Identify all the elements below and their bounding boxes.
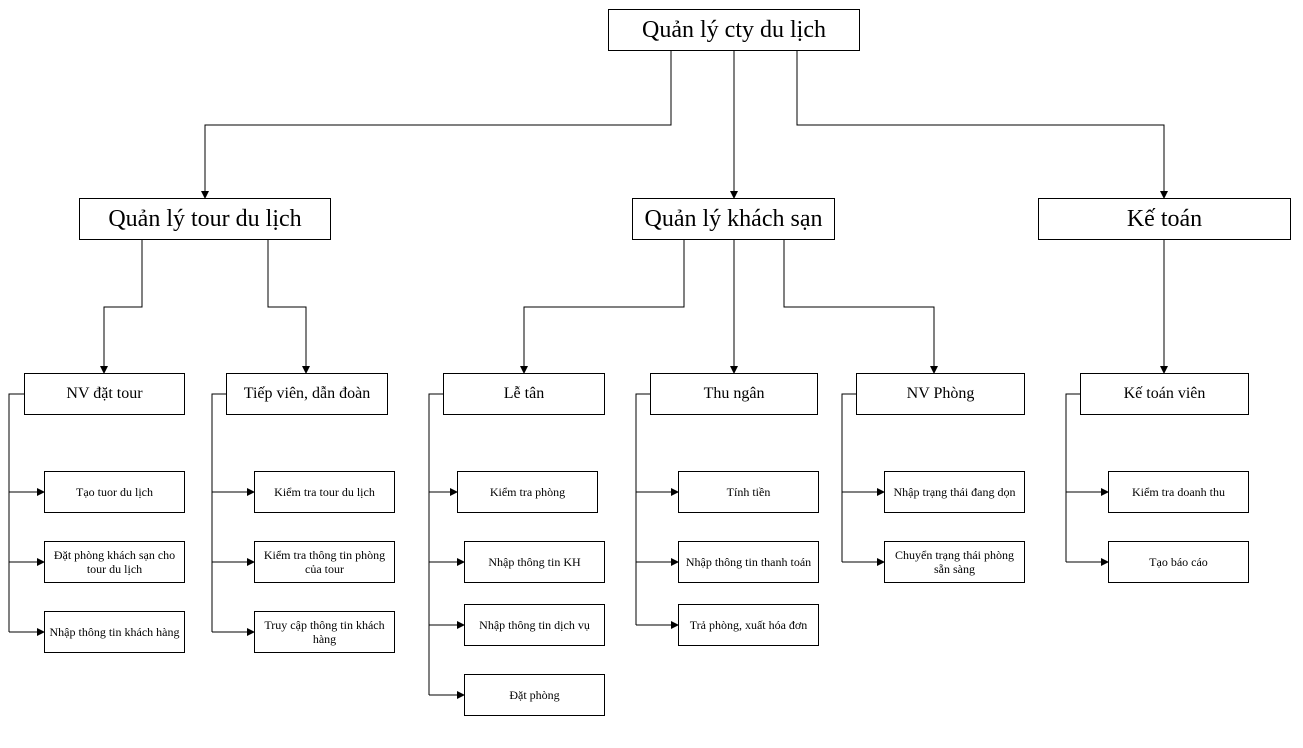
trunk-cashier bbox=[635, 393, 650, 625]
node-role-reception: Lễ tân bbox=[443, 373, 605, 415]
trunk-booking bbox=[8, 393, 24, 632]
node-task: Nhập thông tin khách hàng bbox=[44, 611, 185, 653]
trunk-reception bbox=[428, 393, 443, 695]
node-task: Tạo tuor du lịch bbox=[44, 471, 185, 513]
node-role-room: NV Phòng bbox=[856, 373, 1025, 415]
node-task: Tạo báo cáo bbox=[1108, 541, 1249, 583]
node-task: Đặt phòng bbox=[464, 674, 605, 716]
node-task: Nhập trạng thái đang dọn bbox=[884, 471, 1025, 513]
trunk-room bbox=[841, 393, 856, 562]
node-task: Kiểm tra doanh thu bbox=[1108, 471, 1249, 513]
node-task: Kiểm tra tour du lịch bbox=[254, 471, 395, 513]
trunk-guide bbox=[211, 393, 226, 632]
edge-tour-guide bbox=[267, 240, 310, 374]
node-dept-tour: Quản lý tour du lịch bbox=[79, 198, 331, 240]
node-dept-hotel: Quản lý khách sạn bbox=[632, 198, 835, 240]
node-task: Nhập thông tin dịch vụ bbox=[464, 604, 605, 646]
node-role-booking: NV đặt tour bbox=[24, 373, 185, 415]
node-task: Tính tiền bbox=[678, 471, 819, 513]
node-role-accountant: Kế toán viên bbox=[1080, 373, 1249, 415]
node-task: Đặt phòng khách sạn cho tour du lịch bbox=[44, 541, 185, 583]
node-root: Quản lý cty du lịch bbox=[608, 9, 860, 51]
trunk-accountant bbox=[1065, 393, 1080, 562]
node-task: Chuyển trạng thái phòng sẵn sàng bbox=[884, 541, 1025, 583]
node-task: Truy cập thông tin khách hàng bbox=[254, 611, 395, 653]
node-task: Trả phòng, xuất hóa đơn bbox=[678, 604, 819, 646]
node-dept-accounting: Kế toán bbox=[1038, 198, 1291, 240]
node-role-guide: Tiếp viên, dẫn đoàn bbox=[226, 373, 388, 415]
edge-root-accounting bbox=[796, 51, 1168, 199]
edge-tour-booking bbox=[100, 240, 143, 374]
edge-root-tour bbox=[201, 51, 672, 199]
edge-hotel-reception bbox=[520, 240, 685, 374]
edge-hotel-room bbox=[783, 240, 938, 374]
node-task: Nhập thông tin thanh toán bbox=[678, 541, 819, 583]
node-role-cashier: Thu ngân bbox=[650, 373, 818, 415]
node-task: Nhập thông tin KH bbox=[464, 541, 605, 583]
node-task: Kiểm tra thông tin phòng của tour bbox=[254, 541, 395, 583]
node-task: Kiểm tra phòng bbox=[457, 471, 598, 513]
